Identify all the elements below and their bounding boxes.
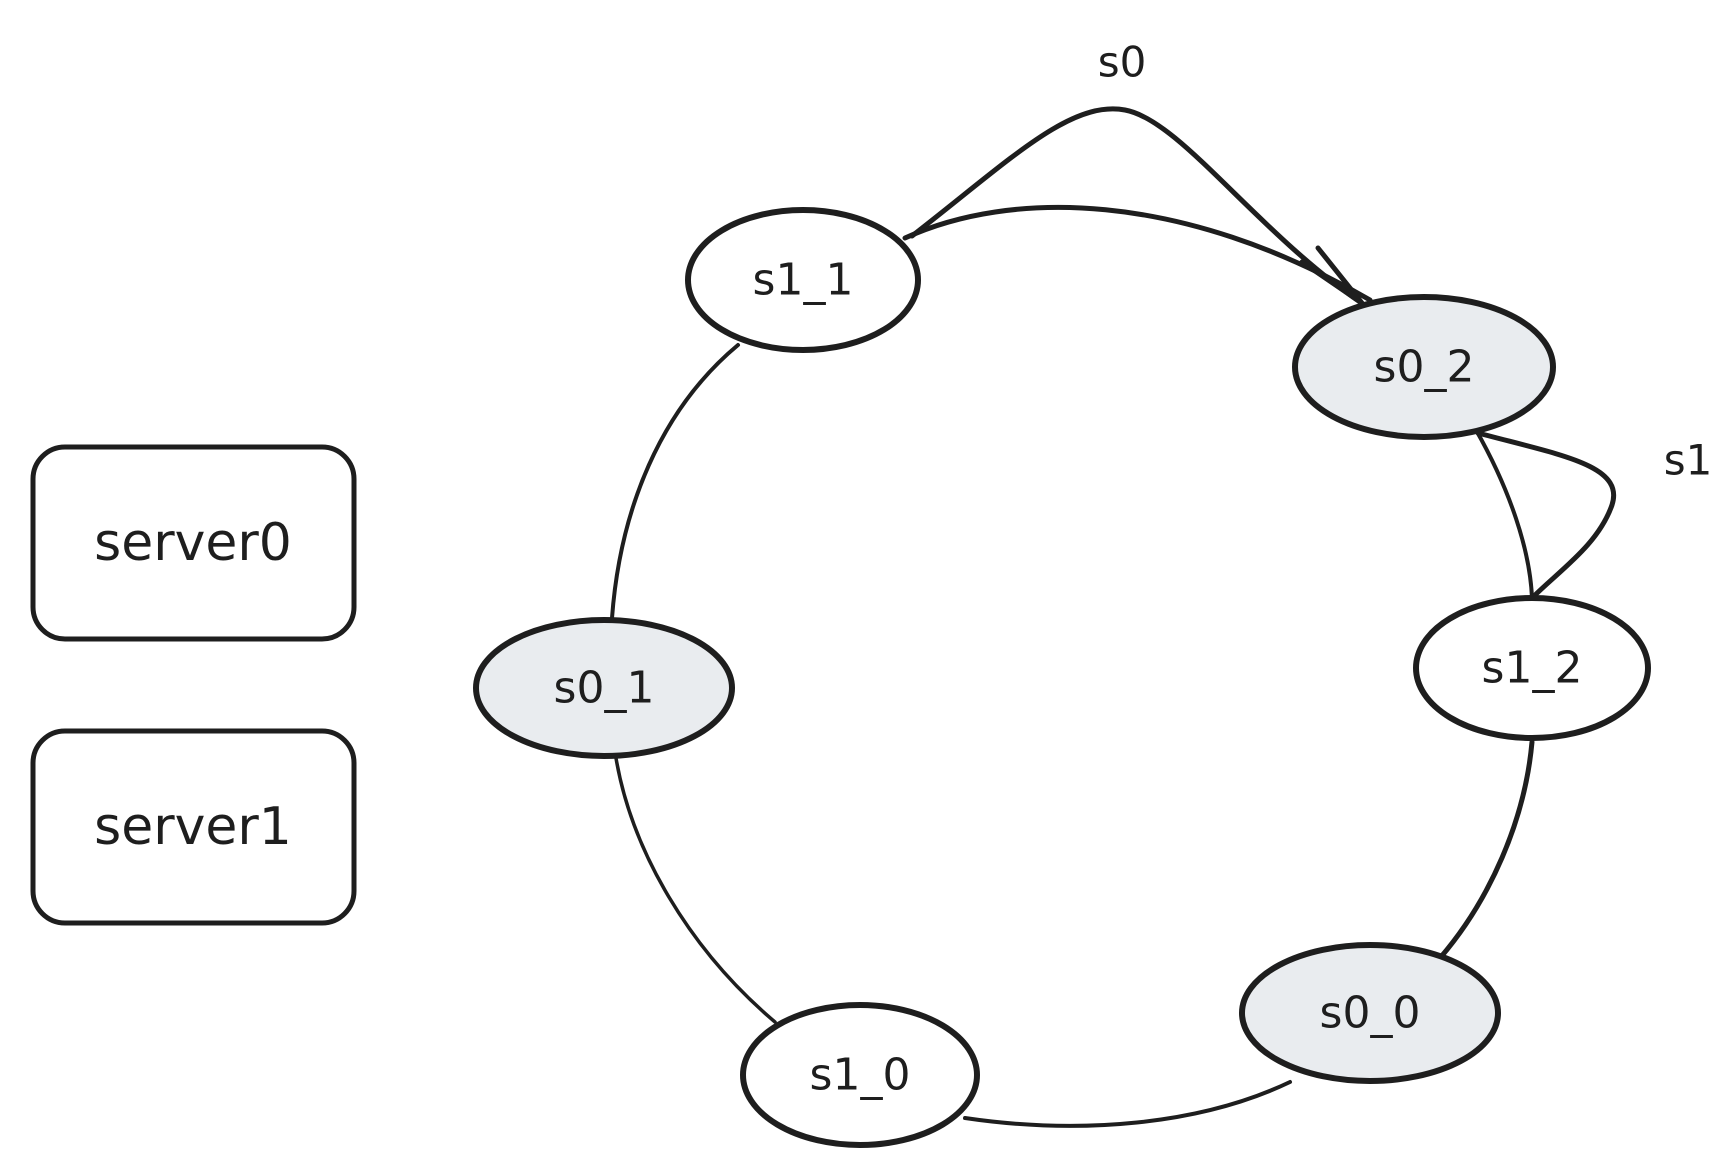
mapping-edge-s0: [909, 106, 1365, 306]
edge-label-s1: s1: [1664, 436, 1713, 485]
node-s1_2: s1_2: [1413, 595, 1651, 741]
node-s1_1-label: s1_1: [753, 255, 854, 306]
node-s1_2-shape: [1413, 595, 1651, 741]
node-s0_2-shape: [1292, 294, 1556, 440]
node-s1_0-shape: [740, 1002, 980, 1148]
edge-label-s0: s0: [1098, 38, 1147, 87]
edge-s0-line: [909, 106, 1363, 305]
node-s1_1-shape: [685, 207, 921, 353]
ring-arc-s1_0-to-s0_1: [613, 750, 777, 1024]
node-s0_0-shape: [1239, 942, 1501, 1084]
server1-label: server1: [94, 797, 292, 857]
server0-box: server0: [30, 444, 357, 642]
server1-box: server1: [30, 728, 357, 926]
ring-arc-s0_2-to-s1_2: [1474, 428, 1534, 600]
hash-ring: [610, 204, 1535, 1128]
server0-box-shape: [30, 444, 357, 642]
node-s0_0-label: s0_0: [1320, 988, 1421, 1039]
mapping-edge-s1: [1475, 430, 1617, 601]
node-s0_0: s0_0: [1239, 942, 1501, 1084]
node-s0_2-label: s0_2: [1374, 342, 1475, 393]
node-s0_1: s0_1: [473, 617, 735, 759]
node-s1_1: s1_1: [685, 207, 921, 353]
ring-arc-s0_1-to-s1_1: [610, 343, 740, 620]
ring-arc-s1_2-to-s0_0: [1437, 739, 1535, 961]
node-s0_2: s0_2: [1292, 294, 1556, 440]
ring-arc-s1_1-to-s0_2: [902, 204, 1373, 303]
ring-arc-s0_0-to-s1_0: [963, 1080, 1292, 1128]
server1-box-shape: [30, 728, 357, 926]
node-s1_2-label: s1_2: [1482, 643, 1583, 694]
node-s1_0: s1_0: [740, 1002, 980, 1148]
node-s0_1-label: s0_1: [554, 663, 655, 714]
node-s0_1-shape: [473, 617, 735, 759]
node-s1_0-label: s1_0: [810, 1050, 911, 1101]
edge-s0-arrowhead: [1299, 245, 1365, 306]
server0-label: server0: [94, 513, 292, 573]
edge-s1-line: [1475, 430, 1617, 601]
